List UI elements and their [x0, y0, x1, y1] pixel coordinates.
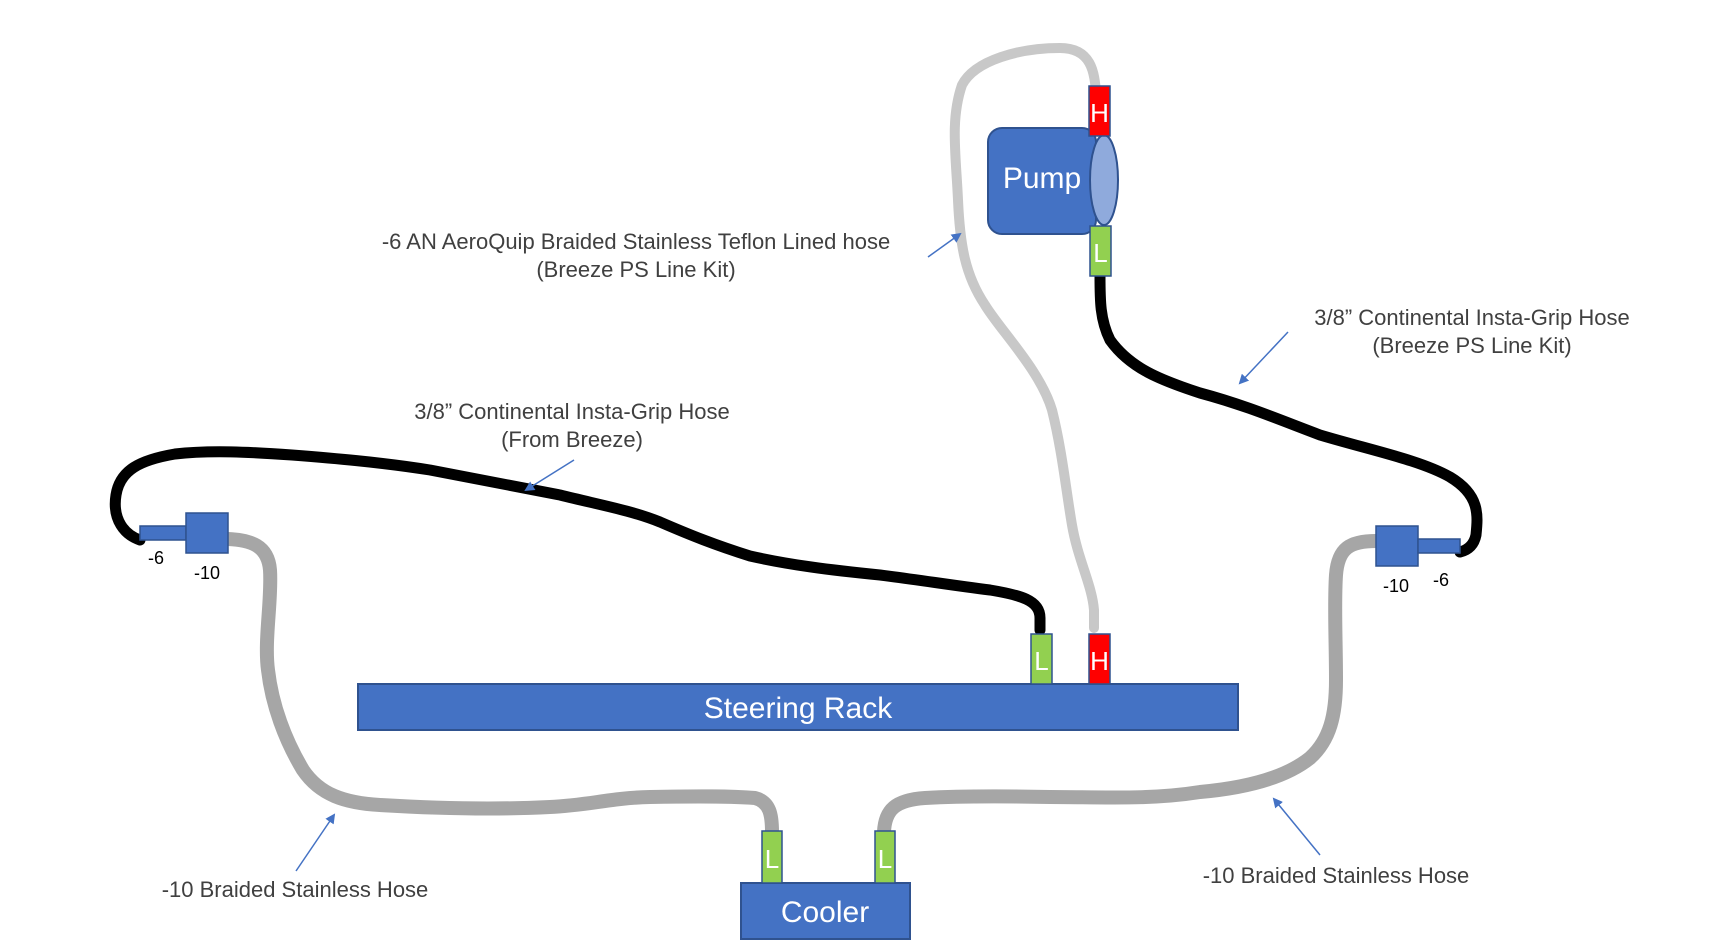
right-fitting-minus10-label: -10 — [1383, 576, 1409, 596]
cooler-left-port — [761, 830, 783, 884]
left-fitting-minus6-label: -6 — [148, 548, 164, 568]
braided-left-label: -10 Braided Stainless Hose — [162, 877, 429, 902]
pump-label: Pump — [1003, 162, 1081, 195]
teflon-hose-arrow — [927, 232, 962, 258]
rack-low-port — [1030, 633, 1053, 685]
teflon-hose — [949, 43, 1101, 633]
cooler-right-port-letter: L — [878, 844, 892, 874]
left-fitting-minus10 — [185, 512, 229, 554]
left-fitting-minus10-label: -10 — [194, 563, 220, 583]
insta-grip-left-label-line2: (From Breeze) — [501, 427, 643, 452]
pump-low-port — [1089, 225, 1112, 277]
cooler-label: Cooler — [781, 896, 869, 929]
right-fitting-minus10 — [1375, 525, 1419, 567]
rack-high-port — [1088, 633, 1111, 685]
cooler-right-port — [874, 830, 896, 884]
rack-low-port-letter: L — [1034, 646, 1048, 676]
pump-low-port-letter: L — [1093, 238, 1107, 268]
right-fitting-minus6 — [1417, 538, 1461, 554]
teflon-hose-label-line2: (Breeze PS Line Kit) — [536, 257, 735, 282]
insta-grip-right-label-line2: (Breeze PS Line Kit) — [1372, 333, 1571, 358]
braided-left-arrow — [295, 813, 336, 872]
braided-right-arrow — [1272, 797, 1321, 856]
braided-hose-right — [877, 534, 1383, 839]
pump-face — [1089, 134, 1119, 226]
steering-rack — [357, 683, 1239, 731]
right-fitting-minus6-label: -6 — [1433, 570, 1449, 590]
braided-right-label: -10 Braided Stainless Hose — [1203, 863, 1470, 888]
insta-grip-right-label-line1: 3/8” Continental Insta-Grip Hose — [1314, 305, 1630, 330]
left-fitting-minus6 — [139, 525, 187, 541]
pump-high-port-letter: H — [1090, 98, 1109, 128]
braided-hose-left — [221, 532, 779, 839]
steering-rack-label: Steering Rack — [704, 692, 893, 725]
cooler — [740, 882, 911, 940]
insta-grip-hose-left — [109, 446, 1046, 636]
pump-high-port — [1088, 85, 1111, 137]
cooler-left-port-letter: L — [765, 844, 779, 874]
rack-high-port-letter: H — [1090, 646, 1109, 676]
insta-grip-right-arrow — [1238, 331, 1289, 385]
teflon-hose-label-line1: -6 AN AeroQuip Braided Stainless Teflon … — [382, 229, 890, 254]
insta-grip-hose-right — [1094, 270, 1483, 558]
insta-grip-left-label-line1: 3/8” Continental Insta-Grip Hose — [414, 399, 730, 424]
insta-grip-left-arrow — [524, 459, 575, 492]
